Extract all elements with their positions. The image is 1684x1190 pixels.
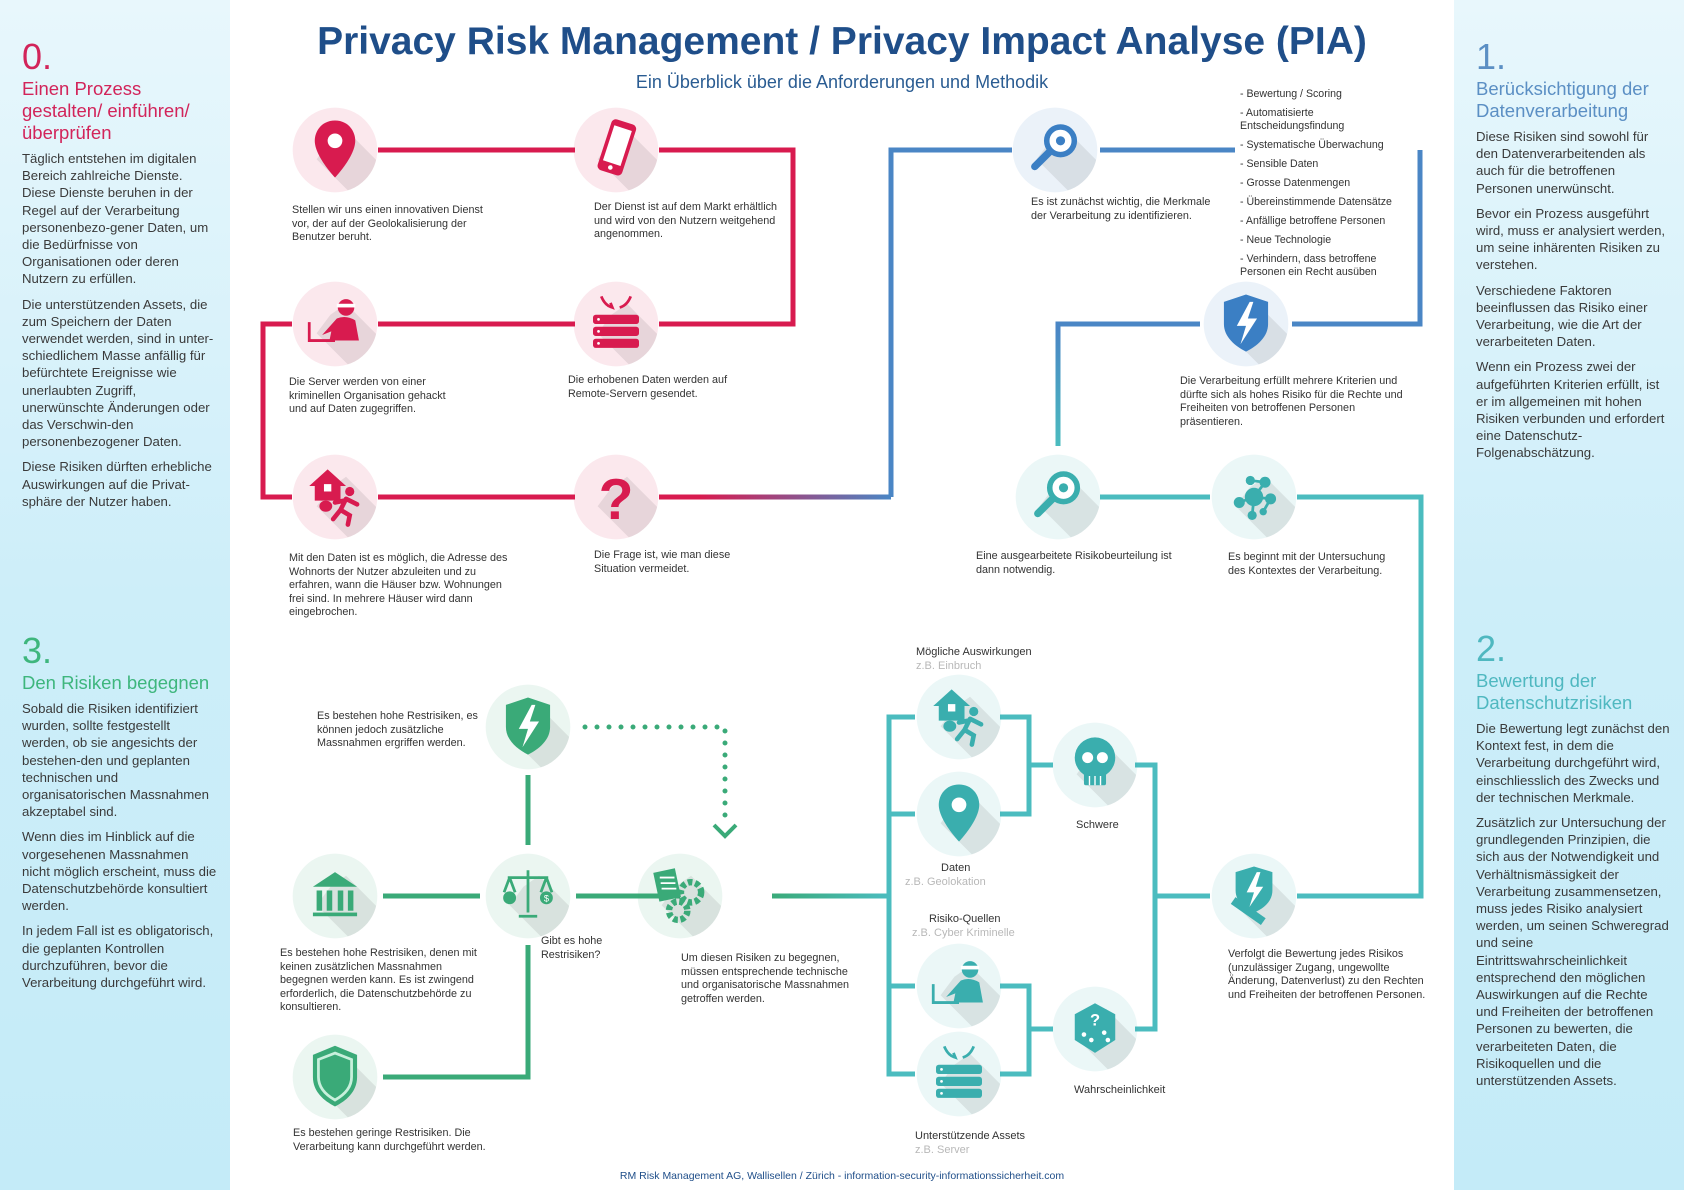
step-text-context: Es beginnt mit der Untersuchung des Kont…: [1228, 551, 1386, 577]
step-text-burglar: Mit den Daten ist es möglich, die Adress…: [289, 552, 508, 619]
step-text-residual-extra: Es bestehen hohe Restrisiken, es können …: [317, 710, 478, 750]
section-heading: Einen Prozess gestalten/ einführen/ über…: [22, 78, 190, 143]
criteria-item: - Neue Technologie: [1240, 234, 1332, 246]
example: z.B. Geolokation: [905, 876, 986, 888]
example: z.B. Cyber Kriminelle: [912, 927, 1015, 939]
example: z.B. Server: [915, 1144, 970, 1156]
section-heading: Berücksichtigung der Datenverarbeitung: [1476, 78, 1649, 121]
green-connector: [383, 775, 680, 1080]
molecule-network-icon: [1208, 451, 1300, 543]
scale-icon: [482, 850, 574, 942]
severity-label: Schwere: [1076, 819, 1119, 831]
label: Mögliche Auswirkungen: [916, 646, 1032, 658]
paragraph: Bevor ein Prozess ausgeführt wird, muss …: [1476, 205, 1666, 273]
footer-credit: RM Risk Management AG, Wallisellen / Zür…: [619, 1170, 1065, 1182]
arrow-chevron-icon: [712, 823, 738, 839]
step-text-measures: Um diesen Risiken zu begegnen, müssen en…: [681, 952, 850, 1005]
paragraph: Täglich entstehen im digitalen Bereich z…: [22, 151, 209, 287]
criteria-item: - Übereinstimmende Datensätze: [1240, 196, 1392, 208]
criteria-list: - Bewertung / Scoring - Automatisierte E…: [1240, 88, 1440, 285]
step-text-server: Die erhobenen Daten werden auf Remote-Se…: [568, 374, 728, 400]
magnifier-star-icon: [1009, 104, 1101, 196]
magnifier-refresh-icon: [1012, 451, 1104, 543]
hacker-icon: [289, 278, 381, 370]
example: z.B. Einbruch: [916, 660, 982, 672]
section-1: 1. Berücksichtigung der Datenverarbeitun…: [1476, 38, 1672, 470]
step-text-residual-low: Es bestehen geringe Restrisiken. Die Ver…: [293, 1127, 486, 1153]
step-text-evaluate: Verfolgt die Bewertung jedes Risikos (un…: [1228, 948, 1426, 1001]
paragraph: Sobald die Risiken identifiziert wurden,…: [22, 701, 209, 820]
criteria-item: - Sensible Daten: [1240, 158, 1319, 170]
criteria-item: - Verhindern, dass betroffene Personen e…: [1240, 253, 1377, 278]
step-text-identify: Es ist zunächst wichtig, die Merkmale de…: [1031, 196, 1211, 222]
section-number: 3.: [22, 630, 53, 671]
paragraph: Wenn dies im Hinblick auf die vorgesehen…: [22, 829, 217, 914]
section-2: 2. Bewertung der Datenschutzrisiken Die …: [1476, 630, 1672, 1097]
section-number: 1.: [1476, 36, 1507, 77]
criteria-item: - Bewertung / Scoring: [1240, 88, 1342, 100]
map-pin-icon: [913, 768, 1005, 860]
section-number: 0.: [22, 36, 53, 77]
dotted-arrow: [582, 724, 728, 825]
step-text-pin: Stellen wir uns einen innovativen Dienst…: [292, 204, 483, 244]
paragraph: Zusätzlich zur Untersuchung der grundleg…: [1476, 815, 1669, 1089]
smartphone-icon: [570, 104, 662, 196]
page-subtitle: Ein Überblick über die Anforderungen und…: [635, 72, 1049, 92]
step-text-high-risk: Die Verarbeitung erfüllt mehrere Kriteri…: [1180, 375, 1403, 428]
label: Risiko-Quellen: [929, 913, 1001, 925]
paragraph: Diese Risiken dürften erhebliche Auswirk…: [22, 459, 212, 509]
right-panel: 1. Berücksichtigung der Datenverarbeitun…: [1454, 0, 1684, 1190]
section-0: 0. Einen Prozess gestalten/ einführen/ ü…: [22, 38, 218, 518]
skull-icon: [1049, 719, 1141, 811]
shield-lightning-icon: [1200, 278, 1292, 370]
hacker-icon: [913, 940, 1005, 1032]
criteria-item: - Automatisierte Entscheidungsfindung: [1240, 107, 1345, 132]
section-3: 3. Den Risiken begegnen Sobald die Risik…: [22, 632, 218, 999]
step-text-phone: Der Dienst ist auf dem Markt erhältlich …: [594, 201, 778, 241]
burglar-icon: [289, 451, 381, 543]
server-icon: [570, 278, 662, 370]
step-text-hacker: Die Server werden von einer kriminellen …: [289, 376, 446, 416]
server-icon: [913, 1028, 1005, 1120]
criteria-item: - Grosse Datenmengen: [1240, 177, 1351, 189]
likelihood-label: Wahrscheinlichkeit: [1074, 1084, 1166, 1096]
blue-connector: [888, 147, 1423, 497]
paragraph: Die unterstützenden Assets, die zum Spei…: [22, 296, 214, 450]
left-panel: 0. Einen Prozess gestalten/ einführen/ ü…: [0, 0, 230, 1190]
map-pin-icon: [289, 104, 381, 196]
shield-lightning-icon: [482, 681, 574, 773]
paragraph: Verschiedene Faktoren beeinflussen das R…: [1476, 282, 1648, 350]
impacts-label: Mögliche Auswirkungen z.B. Einbruch: [916, 645, 1076, 673]
burglar-icon: [913, 671, 1005, 763]
shield-icon: [289, 1031, 381, 1123]
paragraph: Die Bewertung legt zunächst den Kontext …: [1476, 721, 1670, 805]
question-mark-icon: [570, 451, 662, 543]
assets-label: Unterstützende Assets z.B. Server: [915, 1129, 1075, 1157]
risk-sources-label: Risiko-Quellen z.B. Cyber Kriminelle: [912, 912, 1052, 940]
label: Unterstützende Assets: [915, 1130, 1026, 1142]
dice-icon: [1049, 983, 1141, 1075]
criteria-item: - Systematische Überwachung: [1240, 139, 1384, 151]
document-gears-icon: [634, 850, 726, 942]
bank-icon: [289, 850, 381, 942]
section-number: 2.: [1476, 628, 1507, 669]
paragraph: In jedem Fall ist es obligatorisch, die …: [22, 923, 214, 991]
paragraph: Wenn ein Prozess zwei der aufgeführten K…: [1476, 359, 1665, 461]
label: Daten: [941, 862, 971, 874]
section-heading: Bewertung der Datenschutzrisiken: [1476, 670, 1633, 713]
step-text-residual-consult: Es bestehen hohe Restrisiken, denen mit …: [280, 947, 477, 1014]
criteria-item: - Anfällige betroffene Personen: [1240, 215, 1386, 227]
section-heading: Den Risiken begegnen: [22, 672, 210, 693]
data-label: Daten z.B. Geolokation: [905, 861, 1025, 889]
shield-ruler-icon: [1208, 850, 1300, 942]
page-title: Privacy Risk Management / Privacy Impact…: [317, 20, 1367, 63]
step-text-residual-question: Gibt es hohe Restrisiken?: [541, 935, 603, 961]
step-text-assessment: Eine ausgearbeitete Risikobeurteilung is…: [976, 550, 1172, 576]
step-text-question: Die Frage ist, wie man diese Situation v…: [594, 549, 731, 575]
paragraph: Diese Risiken sind sowohl für den Datenv…: [1476, 129, 1649, 196]
pink-connector: [260, 147, 796, 500]
